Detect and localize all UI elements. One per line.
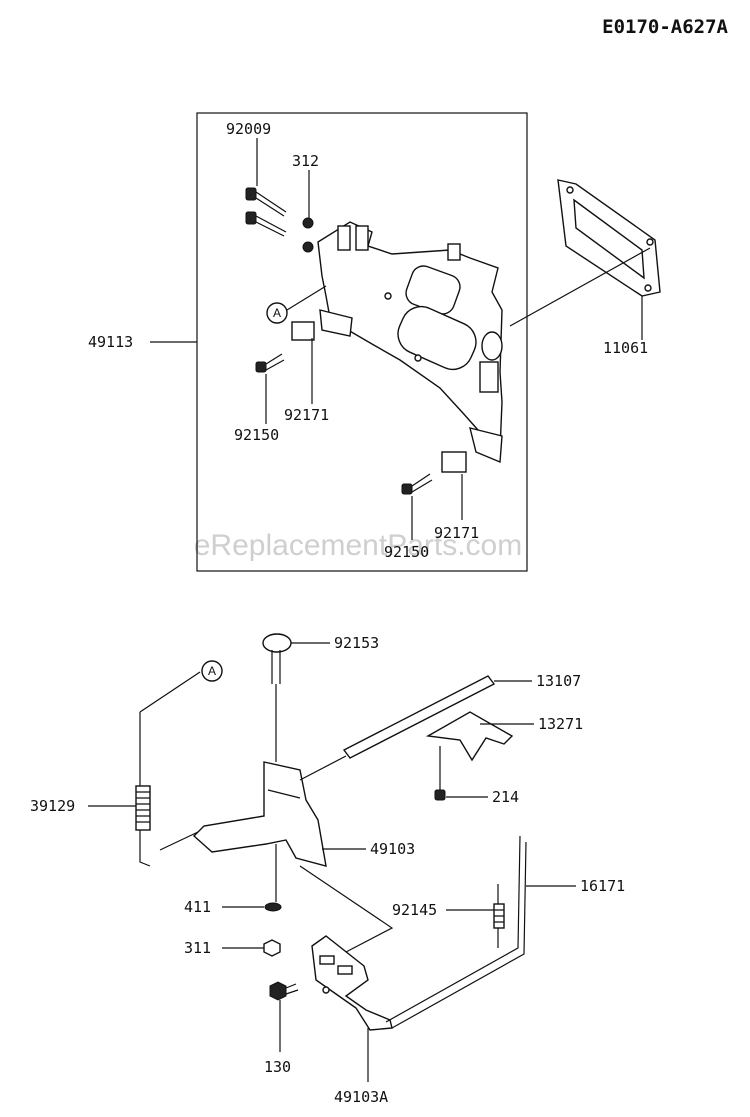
screw-92150-a [255,353,285,373]
label-39129: 39129 [30,797,75,815]
diagram-code: E0170-A627A [602,16,728,38]
lever-49103 [159,755,347,867]
svg-text:A: A [273,306,281,320]
label-11061: 11061 [603,339,648,357]
knob-92153 [262,633,292,762]
clip-92171-b [441,451,467,473]
watermark: eReplacementParts.com [194,529,522,562]
spring-92145 [493,884,505,948]
label-49103A: 49103A [334,1088,388,1106]
label-92171b: 92171 [434,524,479,542]
label-92145: 92145 [392,901,437,919]
label-92150b: 92150 [384,543,429,561]
clip-92171-a [291,321,315,341]
label-311: 311 [184,939,211,957]
nut-312b [302,241,314,253]
label-13271: 13271 [538,715,583,733]
bracket-plate-49113 [317,221,503,464]
washer-411 [264,902,282,912]
nut-312 [302,217,314,229]
rod-13107 [342,675,496,759]
bolts-92009 [245,187,287,237]
bracket-49103A [311,935,393,1031]
label-13107: 13107 [536,672,581,690]
rod-16171 [385,835,527,1029]
label-49113: 49113 [88,333,133,351]
svg-text:A: A [208,664,216,678]
label-16171: 16171 [580,877,625,895]
screw-214 [434,789,446,801]
label-92153: 92153 [334,634,379,652]
gasket-11061 [557,179,661,297]
callout-a-top: A [266,285,327,324]
screw-130 [269,981,299,1001]
nut-311 [263,939,281,957]
spring-39129 [135,671,201,867]
screw-92150-b [401,473,433,495]
label-49103: 49103 [370,840,415,858]
label-92171a: 92171 [284,406,329,424]
callout-a-bottom: A [201,660,223,682]
label-92150a: 92150 [234,426,279,444]
label-312: 312 [292,152,319,170]
label-130: 130 [264,1058,291,1076]
label-92009: 92009 [226,120,271,138]
label-214: 214 [492,788,519,806]
label-411: 411 [184,898,211,916]
